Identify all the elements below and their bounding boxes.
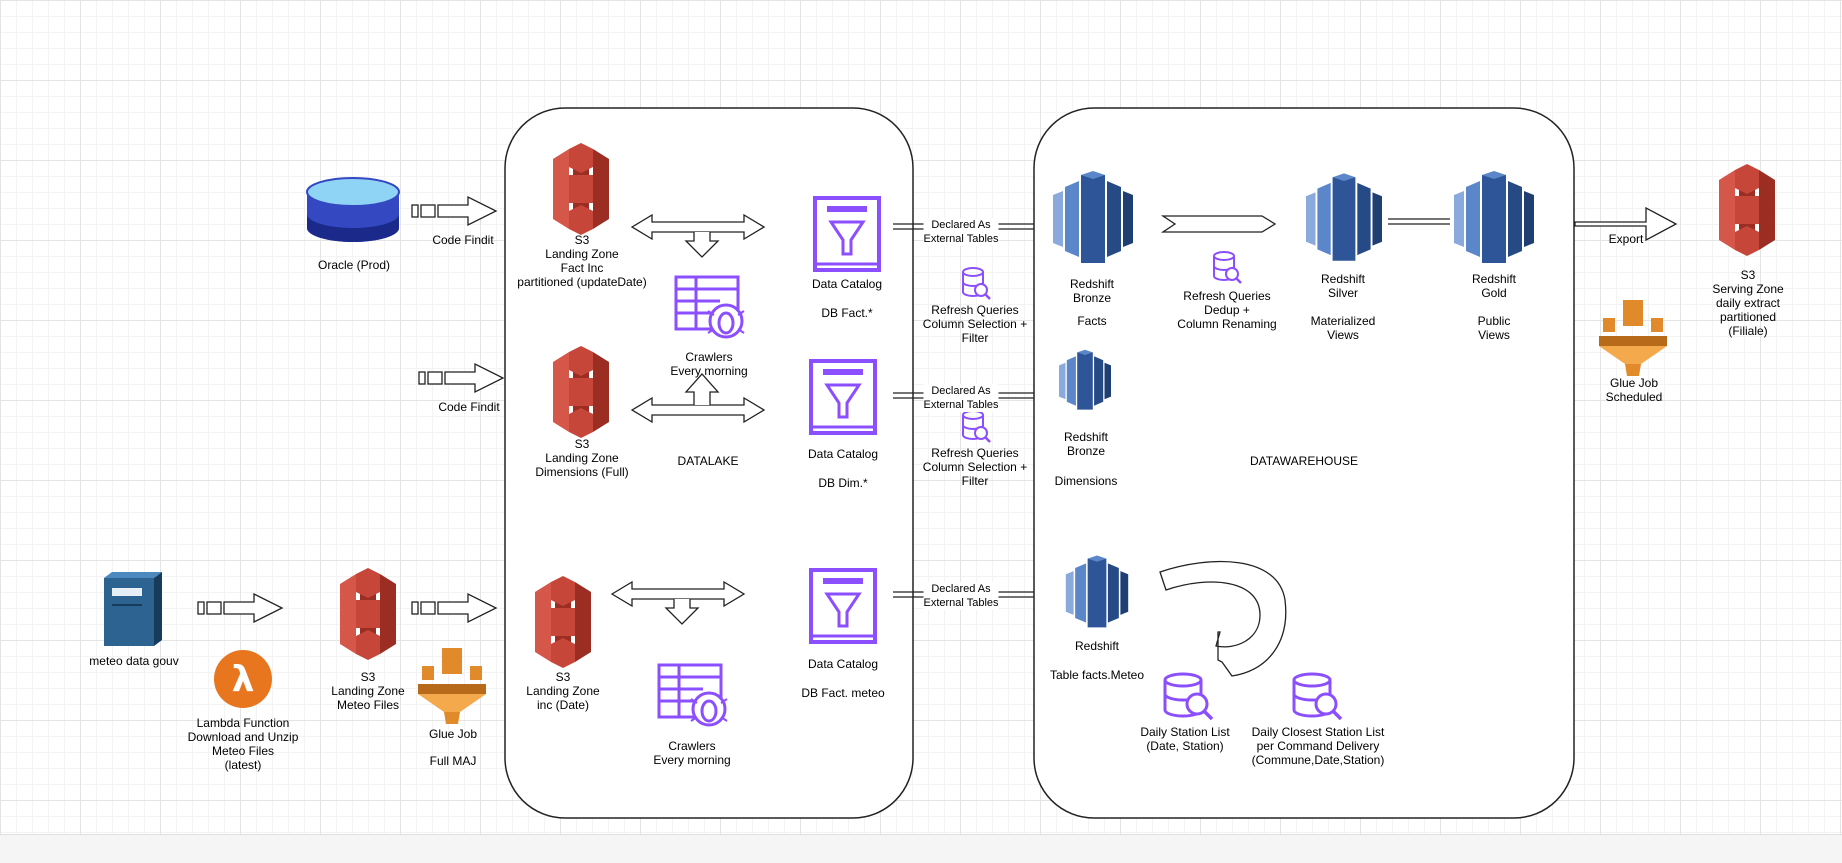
query-icon [961, 266, 992, 301]
flow-arrow [197, 593, 283, 623]
glue-job-icon [1599, 300, 1667, 376]
crawlers-label: Crawlers Every morning [653, 739, 731, 767]
bidirectional-arrow [631, 373, 765, 423]
datawarehouse-zone [1033, 107, 1575, 819]
lambda-label: Lambda Function Download and Unzip Meteo… [187, 716, 299, 772]
declared-external-label: Declared As External Tables [923, 384, 999, 412]
flow-arrow [411, 593, 497, 623]
table-facts-meteo-label: Table facts.Meteo [1049, 668, 1145, 682]
svg-text:λ: λ [232, 659, 255, 700]
public-views-label: Public Views [1477, 314, 1511, 342]
catalog-dim-label: Data Catalog [807, 447, 879, 461]
s3-inc-date-label: S3 Landing Zone inc (Date) [526, 670, 600, 712]
daily-closest-label: Daily Closest Station List per Command D… [1251, 725, 1385, 767]
crawlers-label: Crawlers Every morning [670, 350, 748, 378]
catalog-fact-label: Data Catalog [811, 277, 883, 291]
redshift-bronze-dim-label: Redshift Bronze [1063, 430, 1109, 458]
code-findit-label: Code Findit [438, 400, 500, 414]
catalog-meteo-label: Data Catalog [807, 657, 879, 671]
s3-bucket-icon [535, 576, 591, 668]
server-icon [104, 572, 162, 646]
glue-scheduled-label: Glue Job Scheduled [1605, 376, 1663, 404]
s3-dimensions-label: S3 Landing Zone Dimensions (Full) [535, 437, 629, 479]
query-icon [961, 409, 992, 444]
s3-fact-inc-label: S3 Landing Zone Fact Inc partitioned (up… [517, 233, 647, 289]
catalog-meteo-db-label: DB Fact. meteo [801, 686, 885, 700]
bidirectional-arrow [631, 214, 765, 258]
datawarehouse-zone-label: DATAWAREHOUSE [1249, 454, 1359, 468]
redshift-meteo-label: Redshift [1074, 639, 1120, 653]
facts-label: Facts [1077, 314, 1107, 328]
oracle-label: Oracle (Prod) [317, 258, 391, 272]
refresh-dedup-label: Refresh Queries Dedup + Column Renaming [1177, 289, 1277, 331]
s3-bucket-icon [553, 143, 609, 235]
daily-station-label: Daily Station List (Date, Station) [1140, 725, 1230, 753]
meteo-server-label: meteo data gouv [89, 654, 179, 668]
datalake-zone-label: DATALAKE [677, 454, 739, 468]
catalog-fact-db-label: DB Fact.* [821, 306, 873, 320]
export-arrow [1574, 206, 1678, 242]
full-maj-label: Full MAJ [429, 754, 477, 768]
bidirectional-arrow [611, 581, 745, 625]
glue-job-label: Glue Job [428, 727, 478, 741]
materialized-views-label: Materialized Views [1310, 314, 1376, 342]
glue-job-icon [418, 648, 486, 724]
flow-arrow [418, 363, 504, 393]
s3-bucket-icon [340, 568, 396, 660]
redshift-bronze-label: Redshift Bronze [1069, 277, 1115, 305]
refresh-queries-label: Refresh Queries Column Selection + Filte… [922, 446, 1028, 488]
code-findit-label: Code Findit [432, 233, 494, 247]
catalog-dim-db-label: DB Dim.* [818, 476, 868, 490]
s3-meteo-files-label: S3 Landing Zone Meteo Files [331, 670, 405, 712]
redshift-gold-label: Redshift Gold [1471, 272, 1517, 300]
oracle-database-icon [306, 177, 400, 242]
dimensions-label: Dimensions [1054, 474, 1118, 488]
flow-arrow [411, 196, 497, 226]
s3-bucket-icon [553, 346, 609, 438]
chevron-arrow [1160, 215, 1277, 233]
s3-bucket-icon [1719, 164, 1775, 256]
curved-arrow [1159, 560, 1287, 677]
declared-external-label: Declared As External Tables [923, 218, 999, 246]
lambda-icon: λ [214, 650, 272, 708]
refresh-queries-label: Refresh Queries Column Selection + Filte… [922, 303, 1028, 345]
export-label: Export [1608, 232, 1644, 246]
s3-serving-label: S3 Serving Zone daily extract partitione… [1712, 268, 1784, 338]
declared-external-label: Declared As External Tables [923, 582, 999, 610]
redshift-silver-label: Redshift Silver [1320, 272, 1366, 300]
canvas-footer [0, 834, 1842, 863]
